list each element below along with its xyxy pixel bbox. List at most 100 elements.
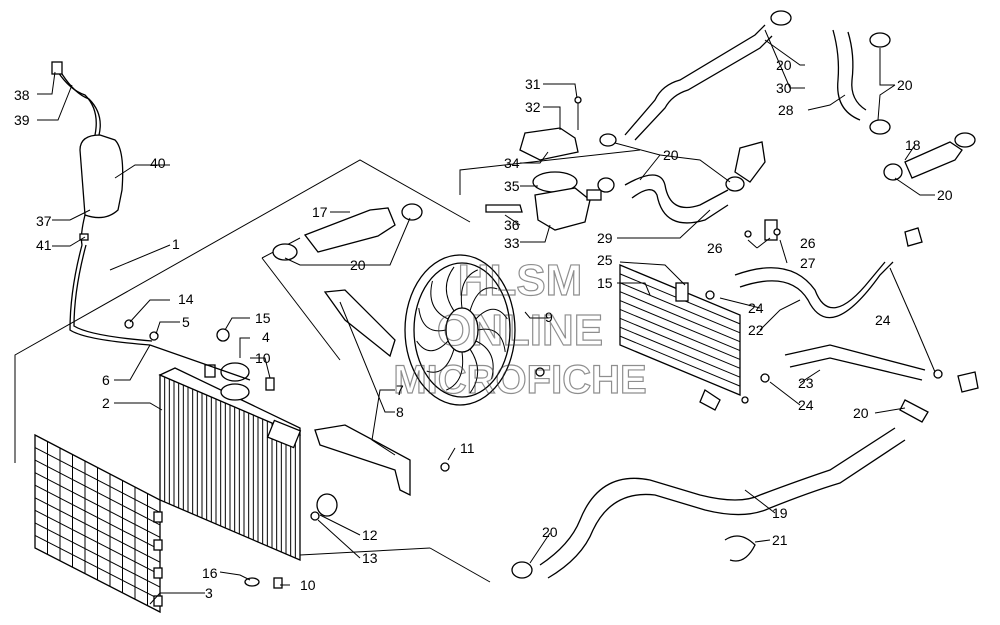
screw-11 [440, 462, 450, 472]
callout-28: 28 [778, 102, 794, 118]
callout-27: 27 [800, 255, 816, 271]
watermark-line-1: HLSM [458, 256, 583, 305]
callout-labels: 38 39 40 37 41 1 14 5 15 4 10 6 2 3 16 1… [14, 57, 953, 601]
fan-blade [445, 266, 455, 312]
callout-10a: 10 [255, 350, 271, 366]
callout-38: 38 [14, 87, 30, 103]
fan-bracket-upper [323, 289, 396, 358]
clamp-41 [79, 233, 89, 241]
watermark-line-3: MICROFICHE [393, 358, 646, 402]
cap-38 [51, 61, 63, 75]
callout-10b: 10 [300, 577, 316, 593]
hose-29 [624, 141, 766, 224]
callout-20c: 20 [776, 57, 792, 73]
callout-24c: 24 [875, 312, 891, 328]
callout-40: 40 [150, 155, 166, 171]
fan-blade [469, 287, 498, 312]
callout-39: 39 [14, 112, 30, 128]
callout-14: 14 [178, 291, 194, 307]
fan-blade [416, 340, 449, 352]
oil-cooler [619, 219, 781, 411]
fan-blade [446, 351, 464, 391]
washer-5 [149, 331, 159, 341]
callout-11: 11 [460, 440, 475, 456]
callout-31: 31 [525, 76, 541, 92]
callout-26b: 26 [800, 235, 816, 251]
callout-32: 32 [525, 99, 541, 115]
fan-blade [418, 307, 447, 332]
hose-17 [272, 203, 423, 261]
callout-18: 18 [905, 137, 921, 153]
callout-9: 9 [545, 309, 553, 325]
callout-23: 23 [798, 375, 814, 391]
callout-20a: 20 [350, 257, 366, 273]
watermark-line-2: ONLINE [437, 306, 603, 355]
callout-41: 41 [36, 237, 52, 253]
callout-15a: 15 [255, 310, 271, 326]
coolant-overflow-tank [51, 61, 251, 381]
callout-37: 37 [36, 213, 52, 229]
thermostat-housing [485, 96, 617, 231]
fan-blade [430, 280, 449, 320]
hose-30 [624, 10, 792, 141]
callout-3: 3 [205, 585, 213, 601]
callout-1: 1 [172, 236, 180, 252]
radiator-grille [34, 433, 163, 614]
fan-bracket-lower [314, 424, 411, 497]
washer-16 [244, 577, 260, 587]
callout-19: 19 [772, 505, 788, 521]
fan-blade [426, 348, 455, 373]
oil-hoses [705, 227, 979, 404]
cooler-fin [619, 317, 741, 369]
callout-20b: 20 [663, 147, 679, 163]
watermark: HLSM ONLINE MICROFICHE [393, 255, 648, 402]
callout-6: 6 [102, 372, 110, 388]
callout-8: 8 [396, 404, 404, 420]
callout-20f: 20 [853, 405, 869, 421]
fan-blade [477, 328, 506, 353]
callout-35: 35 [504, 178, 520, 194]
callout-15b: 15 [597, 275, 613, 291]
radiator [124, 319, 450, 589]
leader-lines [37, 29, 936, 605]
callout-22: 22 [748, 322, 764, 338]
callout-24b: 24 [798, 397, 814, 413]
plug-12 [316, 493, 338, 517]
cooler-fin [619, 308, 741, 360]
hose-18 [883, 132, 976, 181]
cooler-fin [619, 335, 741, 387]
cooling-fan [314, 254, 545, 497]
cooler-fin [619, 291, 741, 343]
callout-13: 13 [362, 550, 378, 566]
assembly-outline [14, 149, 641, 583]
callout-36: 36 [504, 217, 520, 233]
nut-15 [216, 328, 230, 342]
fan-blade [475, 308, 508, 320]
callout-29: 29 [597, 230, 613, 246]
fan-blade [475, 340, 494, 380]
callout-7: 7 [396, 382, 404, 398]
o-ring-13 [310, 511, 320, 521]
cooler-fin [619, 300, 741, 352]
cooler-fin [619, 282, 741, 334]
bumper-10-top [265, 377, 275, 391]
hose-19 [511, 399, 929, 579]
screw-14 [124, 319, 134, 329]
callout-33: 33 [504, 235, 520, 251]
callout-17: 17 [312, 204, 328, 220]
callout-4: 4 [262, 329, 270, 345]
callout-2: 2 [102, 395, 110, 411]
cooler-fin [619, 326, 741, 378]
callout-34: 34 [504, 155, 520, 171]
callout-12: 12 [362, 527, 378, 543]
callout-24a: 24 [748, 300, 764, 316]
fan-blade [460, 269, 478, 309]
callout-16: 16 [202, 565, 218, 581]
radiator-cap-top [220, 362, 250, 382]
hose-28 [832, 29, 891, 135]
callout-20d: 20 [897, 77, 913, 93]
callout-5: 5 [182, 314, 190, 330]
sensor-36 [485, 204, 523, 213]
callout-21: 21 [772, 532, 788, 548]
